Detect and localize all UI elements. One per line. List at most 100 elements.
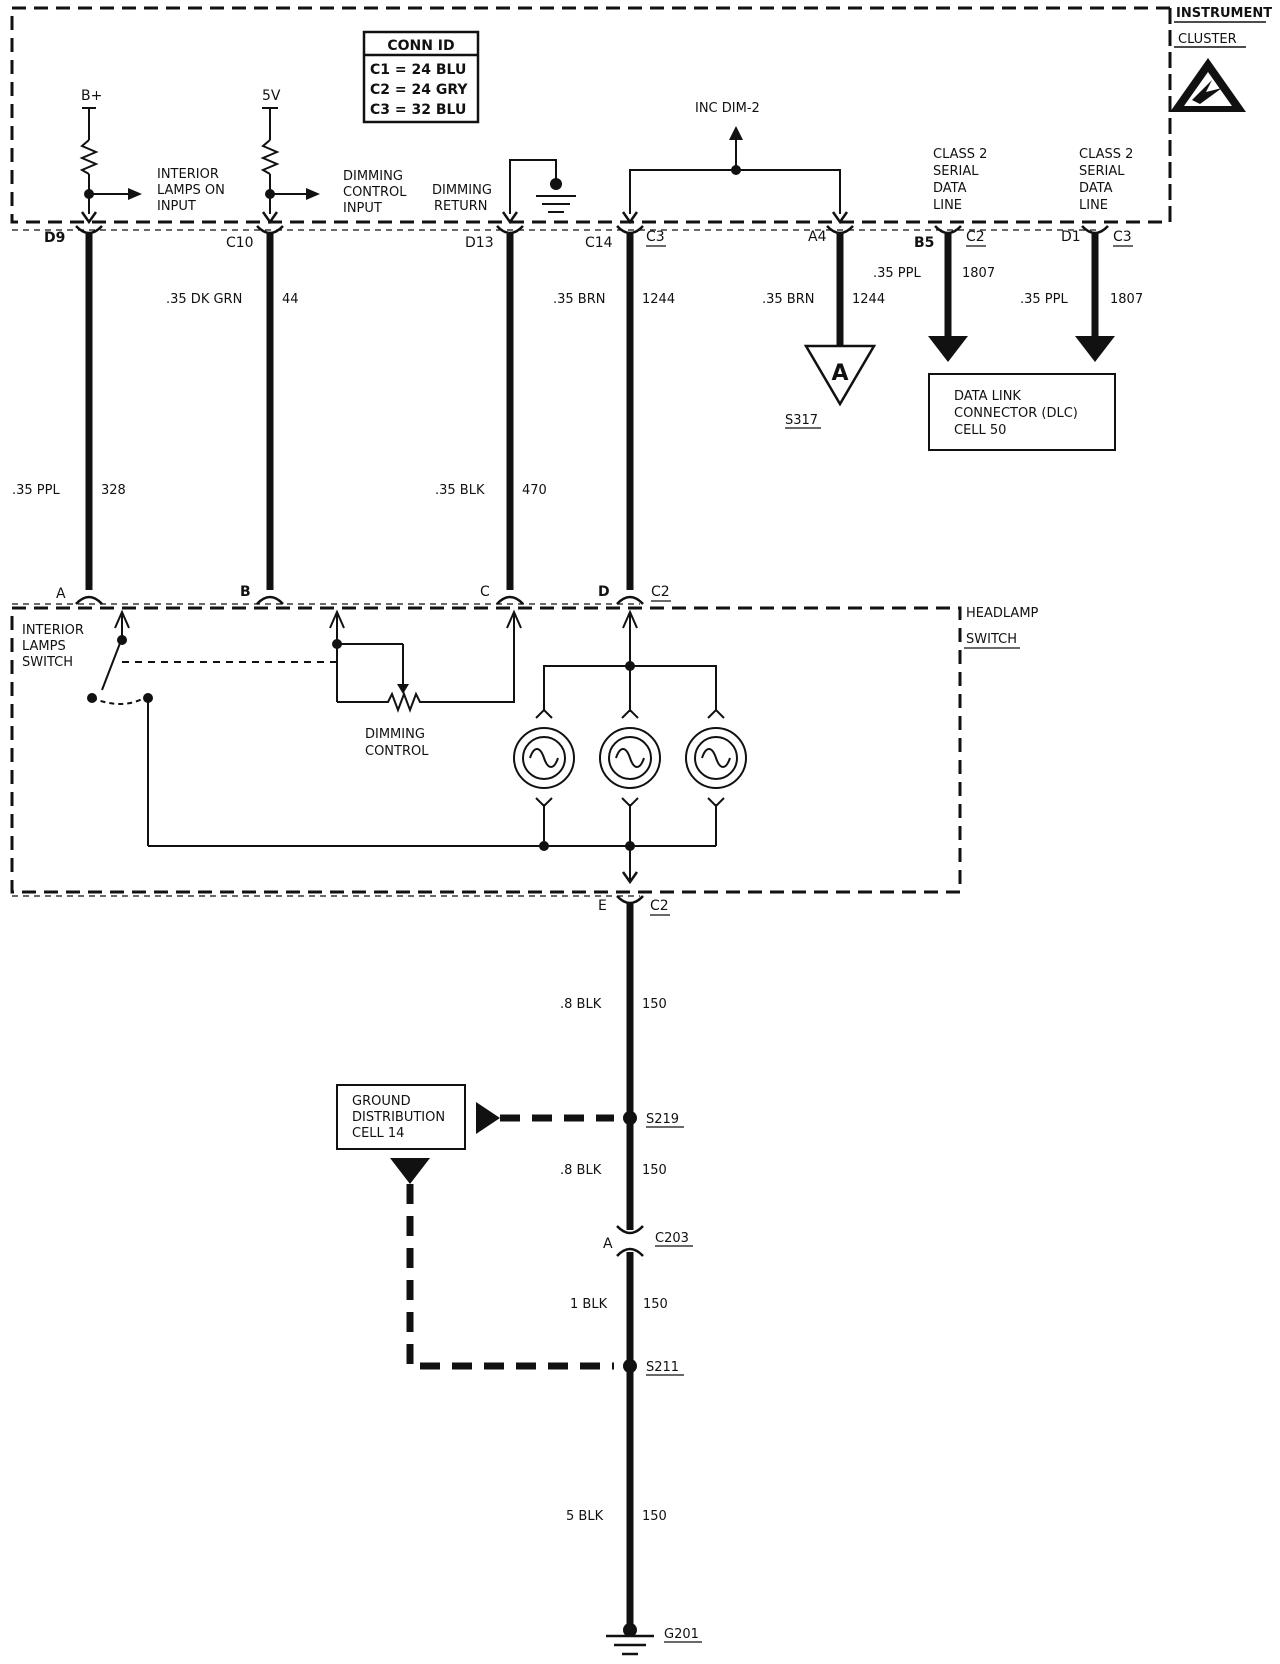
conn-id-row-c3: C3 = 32 BLU	[370, 102, 466, 118]
c203-pin: A	[603, 1236, 613, 1252]
dimming-return-ground	[509, 159, 576, 214]
five-v-label: 5V	[262, 88, 281, 104]
pin-c10: C10	[226, 235, 254, 251]
switch-pin-e-connector	[616, 871, 644, 905]
lamp-bank	[543, 609, 717, 880]
pin-d1-connector: C3	[1113, 229, 1132, 245]
dimming-return-line2: RETURN	[434, 199, 487, 214]
dlc-line3: CELL 50	[954, 423, 1006, 438]
main-wires	[85, 234, 1099, 590]
pin-d1: D1	[1061, 229, 1081, 245]
dlc-line2: CONNECTOR (DLC)	[954, 406, 1078, 421]
dlc-arrow-b5-icon	[928, 336, 968, 362]
splice-a-ref: S317	[785, 413, 818, 428]
class2-d1-line3: DATA	[1079, 181, 1113, 196]
dimming-control-potentiometer	[329, 609, 522, 713]
interior-lamps-switch-line3: SWITCH	[22, 655, 73, 670]
splice-a-symbol: A	[803, 344, 877, 407]
splice-s211: S211	[646, 1360, 679, 1375]
wire-1807-b5-circuit: 1807	[962, 266, 995, 281]
wire-470-size: .35 BLK	[435, 483, 485, 498]
dimming-control-input-line3: INPUT	[343, 201, 382, 216]
splice-s219: S219	[646, 1112, 679, 1127]
lamp-1-icon	[513, 708, 575, 808]
dimming-control-input-line1: DIMMING	[343, 169, 403, 184]
headlamp-switch-box	[10, 606, 962, 894]
ground-dist-line1: GROUND	[352, 1094, 411, 1109]
ground-dist-line3: CELL 14	[352, 1126, 404, 1141]
wire-150-d-circuit: 150	[642, 1509, 667, 1524]
class2-b5-line1: CLASS 2	[933, 147, 987, 162]
wire-44-circuit: 44	[282, 292, 299, 307]
wire-150-b-circuit: 150	[642, 1163, 667, 1178]
wire-1807-b5-size: .35 PPL	[873, 266, 921, 281]
pin-c14: C14	[585, 235, 613, 251]
wire-328-size: .35 PPL	[12, 483, 60, 498]
switch-pin-c: C	[480, 584, 490, 600]
bplus-pullup	[79, 107, 128, 214]
dimming-control-arrow-icon	[306, 188, 320, 200]
ground-dist-line2: DISTRIBUTION	[352, 1110, 445, 1125]
wire-150-c-size: 1 BLK	[570, 1297, 608, 1312]
wire-150-a-circuit: 150	[642, 997, 667, 1012]
wire-1244-a4-size: .35 BRN	[762, 292, 814, 307]
switch-pin-a: A	[56, 586, 66, 602]
ground-g201-label: G201	[664, 1627, 699, 1642]
dimming-control-line2: CONTROL	[365, 744, 429, 759]
bplus-label: B+	[81, 88, 102, 104]
ground-distribution-box: GROUND DISTRIBUTION CELL 14	[336, 1084, 466, 1150]
c203-label: C203	[655, 1231, 689, 1246]
dimming-return-line1: DIMMING	[432, 183, 492, 198]
pin-b5: B5	[914, 235, 934, 251]
wire-1807-d1-circuit: 1807	[1110, 292, 1143, 307]
inc-dim-label: INC DIM-2	[695, 101, 760, 116]
pin-b5-connector: C2	[966, 229, 985, 245]
lamp-2-icon	[599, 708, 661, 808]
pin-d13: D13	[465, 235, 494, 251]
pin-d9: D9	[44, 230, 65, 246]
inc-dim-arrow-icon	[729, 126, 743, 140]
interior-lamps-on-input-line1: INTERIOR	[157, 167, 219, 182]
ground-dist-arrow-right-icon	[476, 1102, 500, 1134]
wire-1244-a4-circuit: 1244	[852, 292, 885, 307]
dimming-control-input-line2: CONTROL	[343, 185, 407, 200]
class2-b5-line3: DATA	[933, 181, 967, 196]
switch-pin-e-connector-label: C2	[650, 898, 669, 914]
class2-d1-line4: LINE	[1079, 198, 1108, 213]
switch-pin-b: B	[240, 584, 251, 600]
instrument-cluster-title-line2: CLUSTER	[1178, 32, 1237, 47]
wire-1244-c14-circuit: 1244	[642, 292, 675, 307]
headlamp-switch-title-line2: SWITCH	[966, 632, 1017, 647]
switch-pin-d: D	[598, 584, 610, 600]
splice-a-letter: A	[831, 361, 848, 386]
interior-lamps-on-arrow-icon	[128, 188, 142, 200]
lamp-3-icon	[685, 708, 747, 808]
interior-lamps-switch-line1: INTERIOR	[22, 623, 84, 638]
class2-b5-line4: LINE	[933, 198, 962, 213]
dlc-box: DATA LINK CONNECTOR (DLC) CELL 50	[928, 373, 1116, 451]
wire-1244-c14-size: .35 BRN	[553, 292, 605, 307]
inc-dim-network	[629, 140, 841, 214]
dlc-arrow-d1-icon	[1075, 336, 1115, 362]
interior-lamps-switch-line2: LAMPS	[22, 639, 66, 654]
conn-id-table: CONN ID C1 = 24 BLU C2 = 24 GRY C3 = 32 …	[362, 30, 480, 124]
conn-id-row-c1: C1 = 24 BLU	[370, 62, 466, 78]
switch-pin-e: E	[598, 898, 607, 914]
class2-d1-line1: CLASS 2	[1079, 147, 1133, 162]
wire-150-b-size: .8 BLK	[560, 1163, 602, 1178]
interior-lamps-on-input-line3: INPUT	[157, 199, 196, 214]
conn-id-row-c2: C2 = 24 GRY	[370, 82, 468, 98]
headlamp-switch-title-line1: HEADLAMP	[966, 606, 1039, 621]
wire-44-size: .35 DK GRN	[166, 292, 242, 307]
dimming-control-line1: DIMMING	[365, 727, 425, 742]
conn-id-title: CONN ID	[387, 38, 454, 54]
instrument-cluster-title-line1: INSTRUMENT	[1176, 6, 1272, 21]
wire-150-d-size: 5 BLK	[566, 1509, 604, 1524]
dlc-line1: DATA LINK	[954, 389, 1021, 404]
headlamp-switch-top-pins	[75, 595, 644, 605]
ground-g201-icon	[606, 1634, 654, 1656]
wire-328-circuit: 328	[101, 483, 126, 498]
c203-connector	[616, 1225, 644, 1257]
ground-dist-arrow-down-icon	[390, 1158, 430, 1184]
